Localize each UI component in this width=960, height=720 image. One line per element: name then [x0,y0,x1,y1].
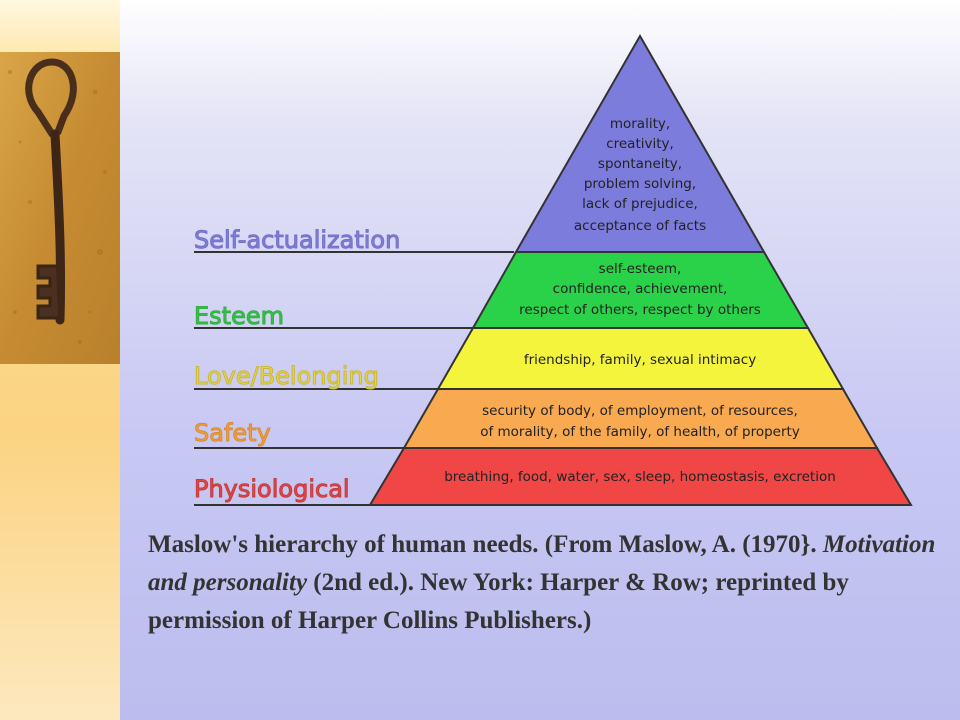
esteem-text-3: respect of others, respect by others [519,302,761,318]
label-love-belonging: Love/Belonging [194,362,379,390]
label-physiological: Physiological [194,475,350,503]
safety-text-1: security of body, of employment, of reso… [482,403,798,419]
self-actualization-text-1: morality, [610,116,670,132]
label-self-actualization: Self-actualization [194,226,400,254]
physiological-text-1: breathing, food, water, sex, sleep, home… [444,469,836,485]
label-esteem: Esteem [194,302,284,330]
self-actualization-text-3: spontaneity, [598,156,682,172]
self-actualization-text-2: creativity, [606,136,674,152]
antique-key-image [0,52,120,364]
safety-text-2: of morality, of the family, of health, o… [480,424,800,440]
label-safety: Safety [194,419,271,447]
figure-caption: Maslow's hierarchy of human needs. (From… [148,526,953,640]
caption-book-title: Motivation and personality [148,531,936,596]
self-actualization-text-6: acceptance of facts [574,218,706,234]
caption-part-2: (2nd ed.). New York: Harper & Row; repri… [148,569,849,634]
esteem-text-2: confidence, achievement, [553,281,728,297]
band-physiological [368,447,913,506]
self-actualization-text-4: problem solving, [584,176,696,192]
caption-part-1: Maslow's hierarchy of human needs. (From… [148,531,823,558]
love-belonging-text-1: friendship, family, sexual intimacy [524,352,756,368]
self-actualization-text-5: lack of prejudice, [582,196,698,212]
maslow-pyramid-diagram: Self-actualization Esteem Love/Belonging… [194,33,913,506]
esteem-text-1: self-esteem, [599,261,682,277]
